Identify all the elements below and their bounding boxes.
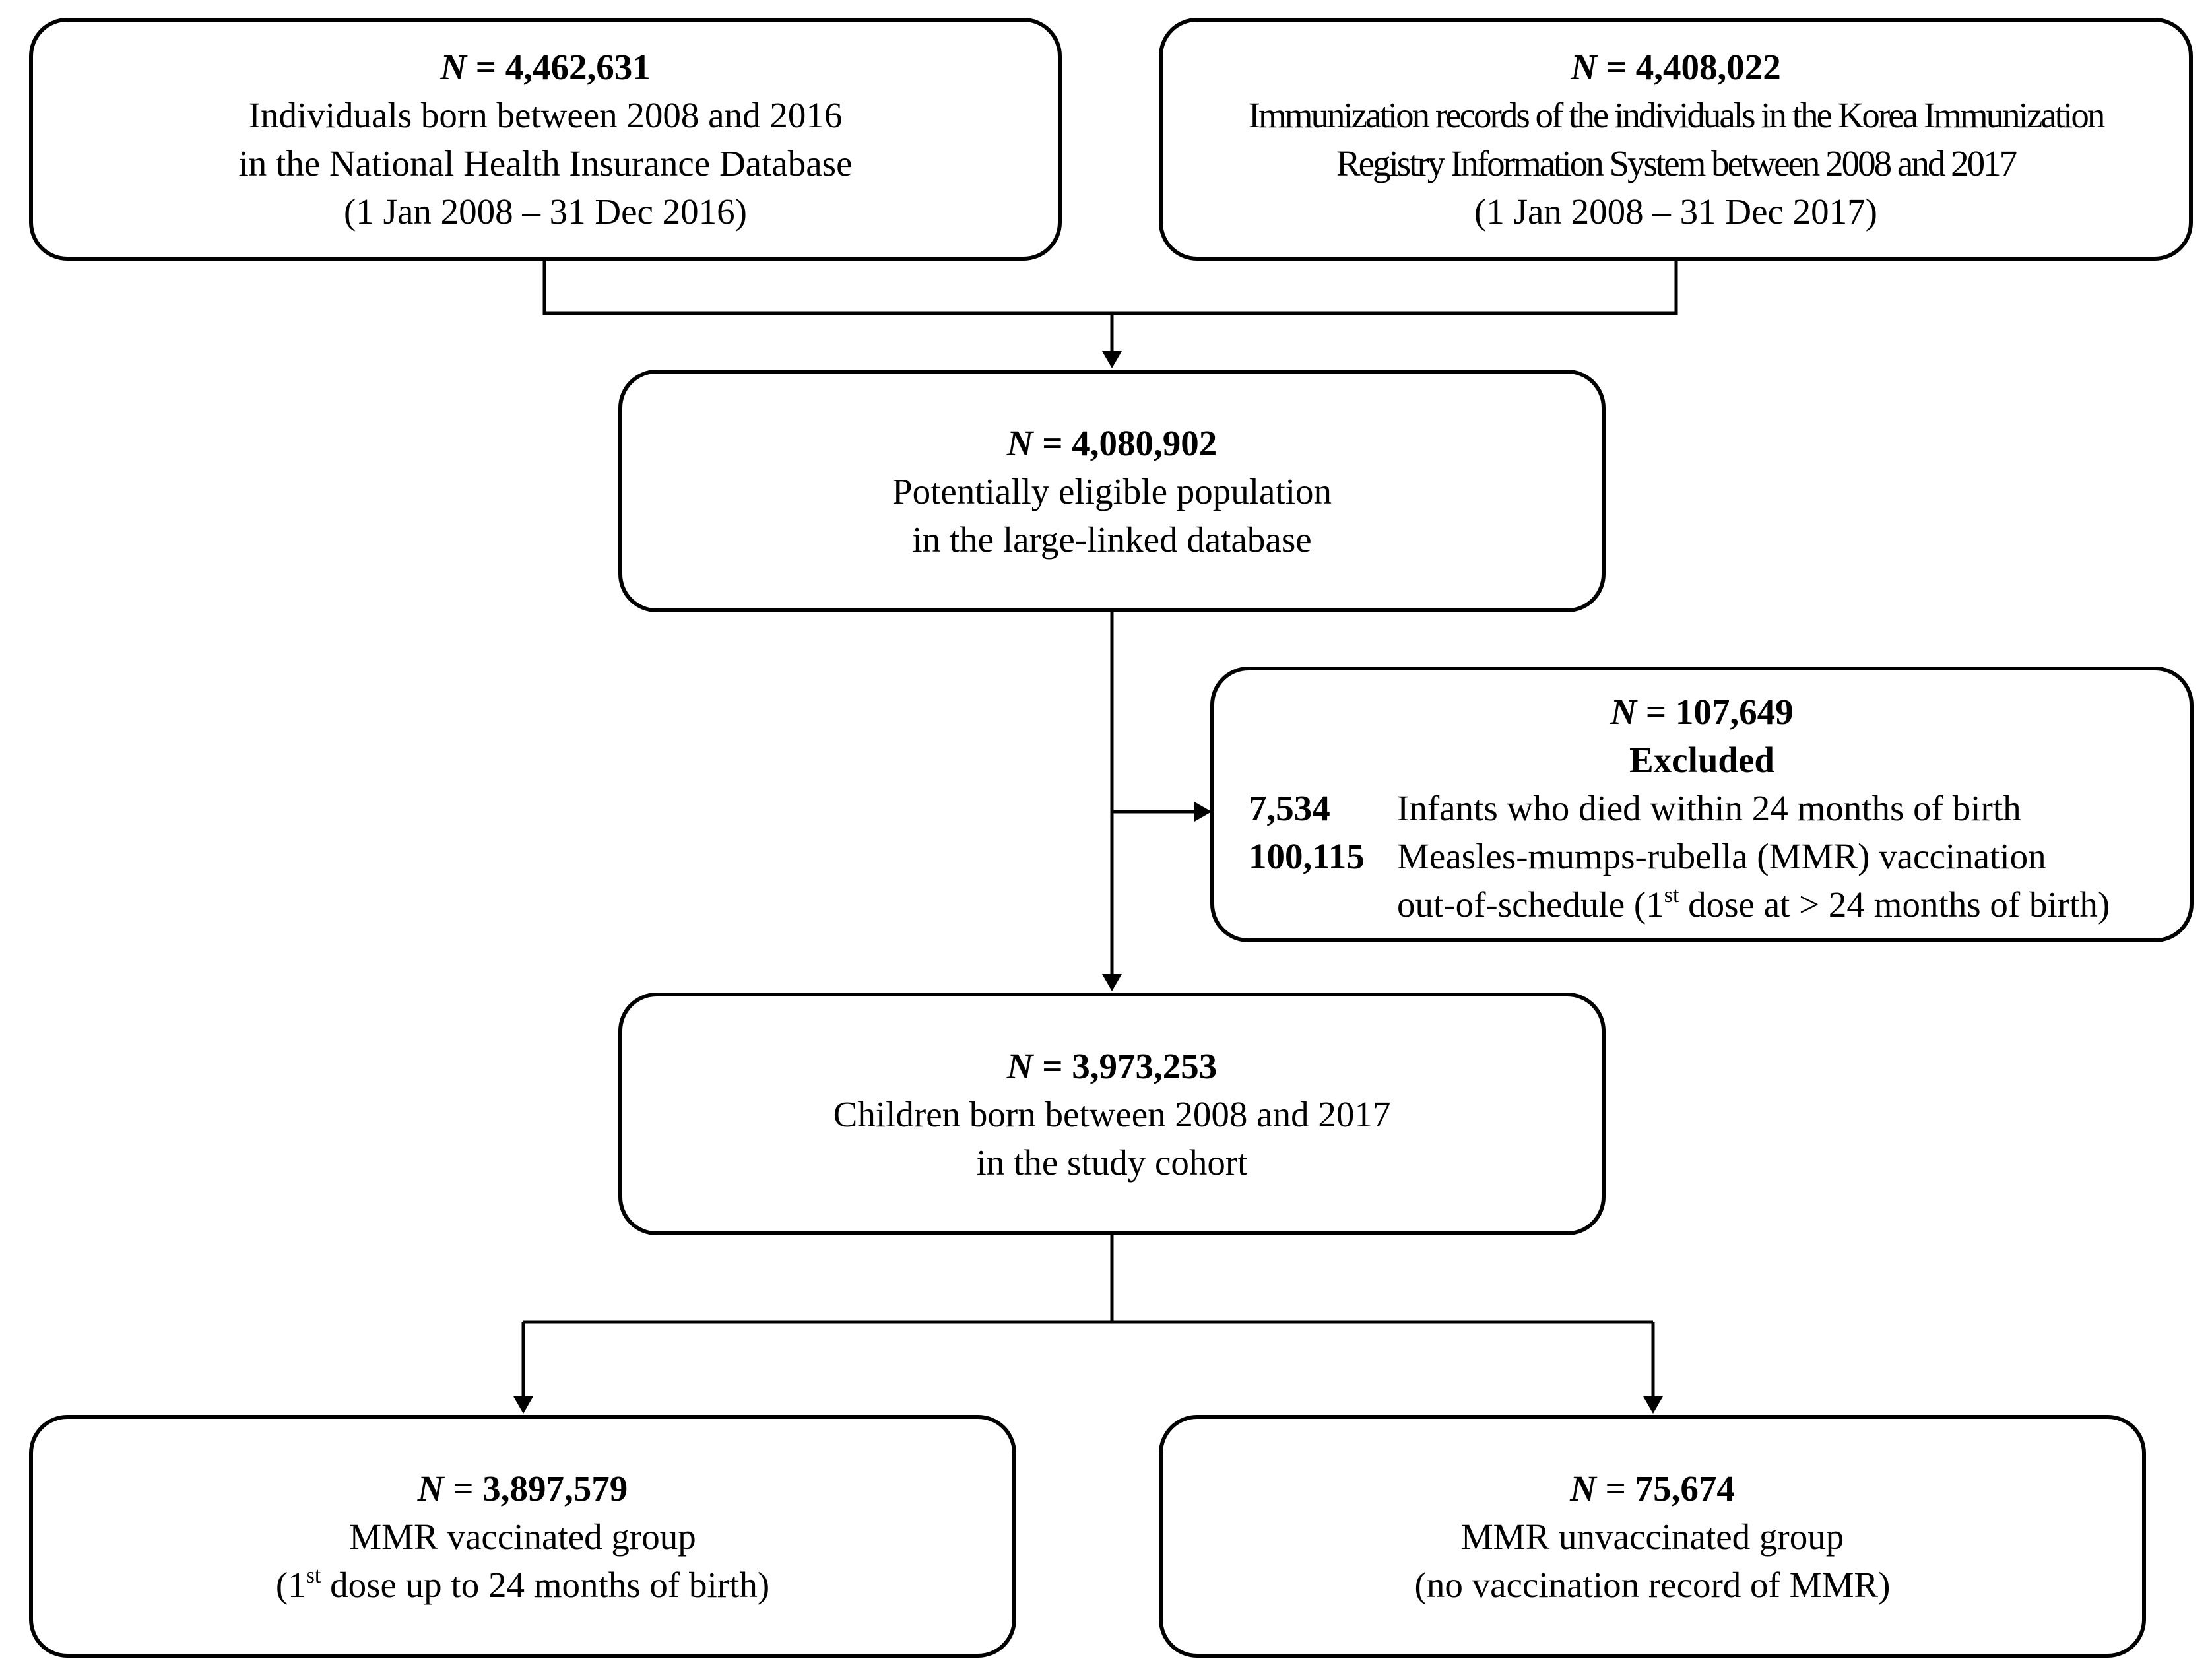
- eligible-count: N = 4,080,902: [1007, 419, 1218, 467]
- excluded-item-out-of-schedule-cont: out-of-schedule (1st dose at > 24 months…: [1214, 880, 2190, 929]
- arrowhead-excluded: [1194, 802, 1212, 822]
- n-symbol: N: [1006, 1045, 1033, 1086]
- n-value: = 107,649: [1645, 692, 1794, 732]
- vaccinated-group-box: N = 3,897,579 MMR vaccinated group (1st …: [29, 1415, 1016, 1658]
- cohort-count: N = 3,973,253: [1007, 1042, 1218, 1090]
- excluded-item-text: Infants who died within 24 months of bir…: [1397, 788, 2021, 828]
- kiris-line-2: Registry Information System between 2008…: [1336, 143, 2017, 183]
- eligible-population-box: N = 4,080,902 Potentially eligible popul…: [618, 370, 1606, 612]
- nhis-count: N = 4,462,631: [440, 43, 651, 91]
- excluded-box: N = 107,649 Excluded 7,534 Infants who d…: [1210, 667, 2194, 942]
- merge-connector: [542, 261, 1678, 315]
- excluded-item-died: 7,534 Infants who died within 24 months …: [1214, 784, 2190, 832]
- arrowhead-unvaccinated: [1643, 1396, 1663, 1414]
- excluded-item-count: 7,534: [1249, 788, 1330, 828]
- nhis-line-1: Individuals born between 2008 and 2016: [248, 95, 843, 135]
- kiris-count: N = 4,408,022: [1571, 43, 1781, 91]
- n-value: = 4,080,902: [1042, 422, 1218, 463]
- unvaccinated-line-2: (no vaccination record of MMR): [1414, 1564, 1891, 1605]
- cohort-line-1: Children born between 2008 and 2017: [833, 1094, 1391, 1134]
- arrowhead-vaccinated: [513, 1396, 533, 1414]
- n-symbol: N: [1571, 47, 1597, 87]
- vaccinated-count: N = 3,897,579: [418, 1464, 628, 1513]
- unvaccinated-count: N = 75,674: [1570, 1464, 1735, 1513]
- vaccinated-line-2: (1st dose up to 24 months of birth): [275, 1563, 770, 1605]
- nhis-population-box: N = 4,462,631 Individuals born between 2…: [29, 18, 1062, 261]
- kiris-records-box: N = 4,408,022 Immunization records of th…: [1159, 18, 2193, 261]
- n-symbol: N: [417, 1468, 444, 1509]
- kiris-line-3: (1 Jan 2008 – 31 Dec 2017): [1474, 191, 1877, 232]
- n-value: = 75,674: [1605, 1468, 1735, 1509]
- excluded-item-text: Measles-mumps-rubella (MMR) vaccination: [1397, 836, 2046, 876]
- cohort-line-2: in the study cohort: [976, 1142, 1248, 1183]
- n-symbol: N: [1570, 1468, 1596, 1509]
- n-symbol: N: [440, 47, 467, 87]
- eligible-line-2: in the large-linked database: [912, 519, 1312, 560]
- n-value: = 4,462,631: [475, 47, 651, 87]
- eligible-line-1: Potentially eligible population: [892, 471, 1332, 511]
- n-symbol: N: [1006, 422, 1033, 463]
- excluded-item-out-of-schedule: 100,115 Measles-mumps-rubella (MMR) vacc…: [1214, 832, 2190, 880]
- n-value: = 3,973,253: [1042, 1045, 1218, 1086]
- excluded-item-text-cont: out-of-schedule (1st dose at > 24 months…: [1397, 883, 2110, 925]
- unvaccinated-group-box: N = 75,674 MMR unvaccinated group (no va…: [1159, 1415, 2146, 1658]
- nhis-line-2: in the National Health Insurance Databas…: [238, 143, 853, 183]
- n-symbol: N: [1610, 692, 1637, 732]
- excluded-heading: Excluded: [1629, 740, 1775, 780]
- excluded-item-count: 100,115: [1249, 836, 1365, 876]
- kiris-line-1: Immunization records of the individuals …: [1248, 95, 2106, 135]
- arrowhead-eligible: [1102, 351, 1122, 368]
- study-cohort-box: N = 3,973,253 Children born between 2008…: [618, 993, 1606, 1235]
- n-value: = 3,897,579: [453, 1468, 628, 1509]
- excluded-count: N = 107,649: [1214, 688, 2190, 736]
- nhis-line-3: (1 Jan 2008 – 31 Dec 2016): [344, 191, 747, 232]
- unvaccinated-line-1: MMR unvaccinated group: [1460, 1516, 1844, 1557]
- vaccinated-line-1: MMR vaccinated group: [349, 1516, 696, 1557]
- arrowhead-cohort: [1102, 974, 1122, 991]
- n-value: = 4,408,022: [1606, 47, 1781, 87]
